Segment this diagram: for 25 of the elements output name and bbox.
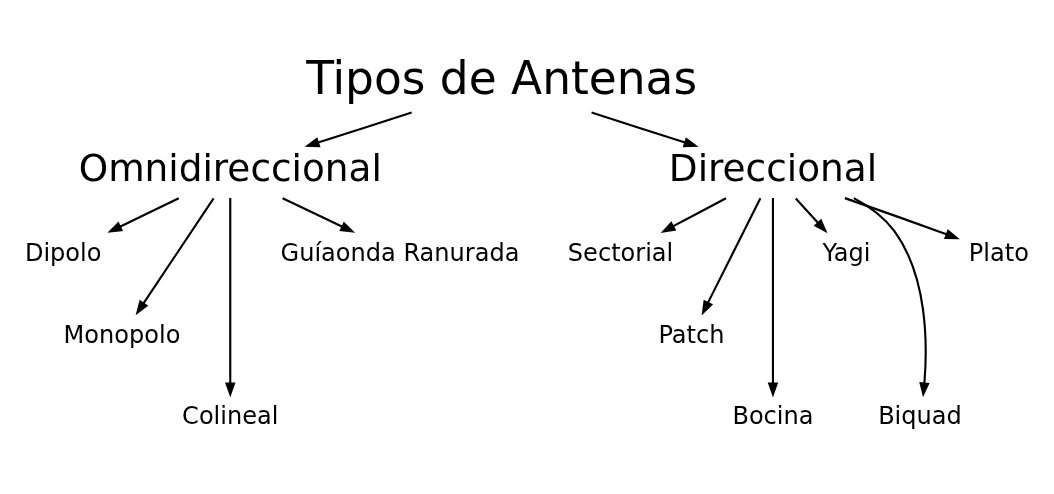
arrow: [591, 111, 699, 147]
node-text: Omnidireccional: [78, 145, 382, 190]
arrow: [107, 196, 180, 233]
node-text: Tipos de Antenas: [306, 51, 698, 105]
arrow: [282, 196, 356, 233]
node-text: Colineal: [182, 401, 279, 430]
arrow: [135, 197, 215, 315]
node-text: Plato: [968, 238, 1029, 267]
node-text: Direccional: [668, 145, 878, 190]
node-text: Sectorial: [567, 238, 674, 267]
arrow: [844, 196, 960, 239]
arrow: [795, 197, 828, 233]
arrow: [701, 197, 762, 315]
arrow: [225, 197, 236, 397]
arrow: [660, 196, 727, 233]
node-text: Guíaonda Ranurada: [280, 238, 520, 267]
arrow: [853, 196, 930, 397]
node-text: Dipolo: [24, 238, 102, 267]
node-text: Biquad: [878, 401, 962, 430]
arrow: [767, 197, 779, 397]
node-text: Bocina: [732, 401, 814, 430]
arrow: [304, 111, 412, 147]
node-text: Yagi: [822, 238, 871, 267]
node-text: Monopolo: [63, 320, 181, 349]
node-text: Patch: [658, 320, 725, 349]
